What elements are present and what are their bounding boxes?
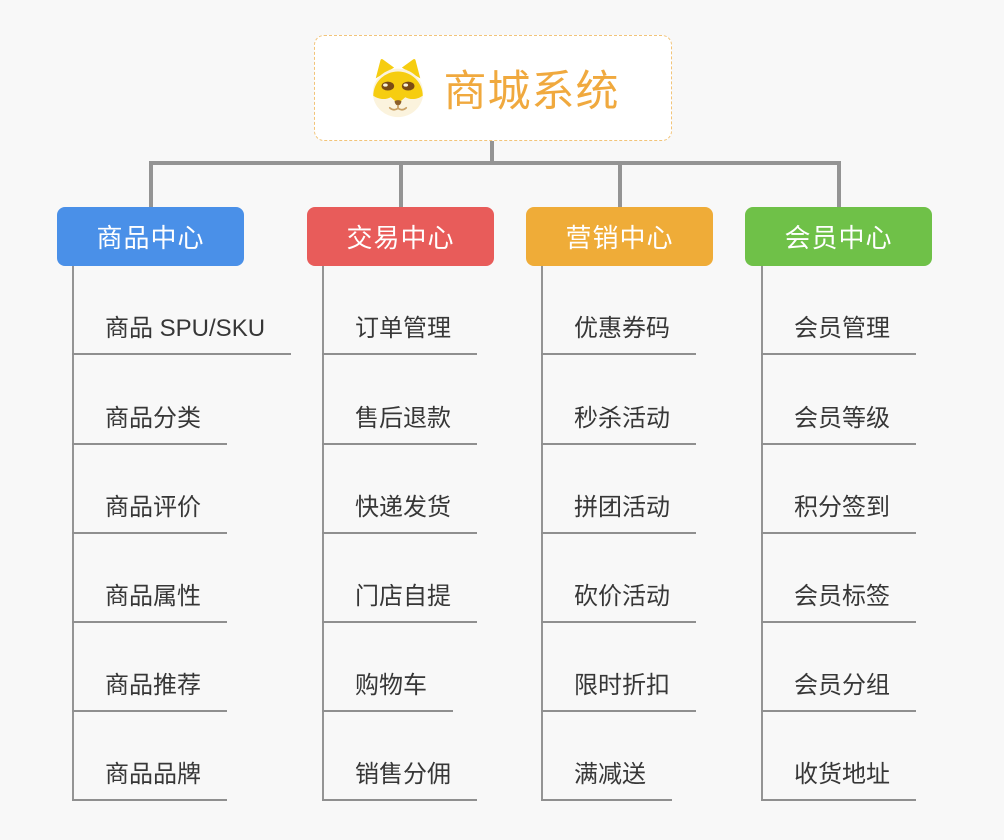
leaf-sales-commission[interactable]: 销售分佣 — [322, 760, 477, 801]
leaf-member-tag[interactable]: 会员标签 — [761, 582, 916, 623]
leaf-limited-time-discount[interactable]: 限时折扣 — [541, 671, 696, 712]
leaf-product-category[interactable]: 商品分类 — [72, 404, 227, 445]
branch-connector-bus — [149, 161, 841, 165]
leaf-product-spu-sku[interactable]: 商品 SPU/SKU — [72, 314, 292, 355]
leaf-flash-sale[interactable]: 秒杀活动 — [541, 404, 696, 445]
shiba-dog-icon — [372, 58, 423, 118]
leaf-after-sale-refund[interactable]: 售后退款 — [322, 404, 477, 445]
leaf-group-buy[interactable]: 拼团活动 — [541, 493, 696, 534]
leaf-product-review[interactable]: 商品评价 — [72, 493, 227, 534]
leaf-product-attribute[interactable]: 商品属性 — [72, 582, 227, 623]
branch-node-trade-center[interactable]: 交易中心 — [307, 207, 494, 266]
branch-drop-line — [149, 161, 153, 207]
branch-drop-line — [837, 161, 841, 207]
leaf-member-management[interactable]: 会员管理 — [761, 314, 916, 355]
leaf-coupon-code[interactable]: 优惠券码 — [541, 314, 696, 355]
leaf-shipping-address[interactable]: 收货地址 — [761, 760, 916, 801]
branch-drop-line — [399, 161, 403, 207]
leaf-shopping-cart[interactable]: 购物车 — [322, 671, 453, 712]
leaf-store-pickup[interactable]: 门店自提 — [322, 582, 477, 623]
leaf-member-group[interactable]: 会员分组 — [761, 671, 916, 712]
branch-node-product-center[interactable]: 商品中心 — [57, 207, 244, 266]
leaf-full-reduction[interactable]: 满减送 — [541, 760, 672, 801]
leaf-express-shipping[interactable]: 快递发货 — [322, 493, 477, 534]
root-connector-stem — [490, 141, 494, 165]
leaf-bargain-activity[interactable]: 砍价活动 — [541, 582, 696, 623]
leaf-member-level[interactable]: 会员等级 — [761, 404, 916, 445]
branch-node-marketing-center[interactable]: 营销中心 — [526, 207, 713, 266]
leaf-points-checkin[interactable]: 积分签到 — [761, 493, 916, 534]
root-node[interactable]: 商城系统 — [314, 35, 672, 141]
root-node-label: 商城系统 — [443, 68, 620, 116]
branch-node-member-center[interactable]: 会员中心 — [745, 207, 932, 266]
leaf-product-recommend[interactable]: 商品推荐 — [72, 671, 227, 712]
leaf-order-management[interactable]: 订单管理 — [322, 314, 477, 355]
branch-drop-line — [618, 161, 622, 207]
leaf-product-brand[interactable]: 商品品牌 — [72, 760, 227, 801]
